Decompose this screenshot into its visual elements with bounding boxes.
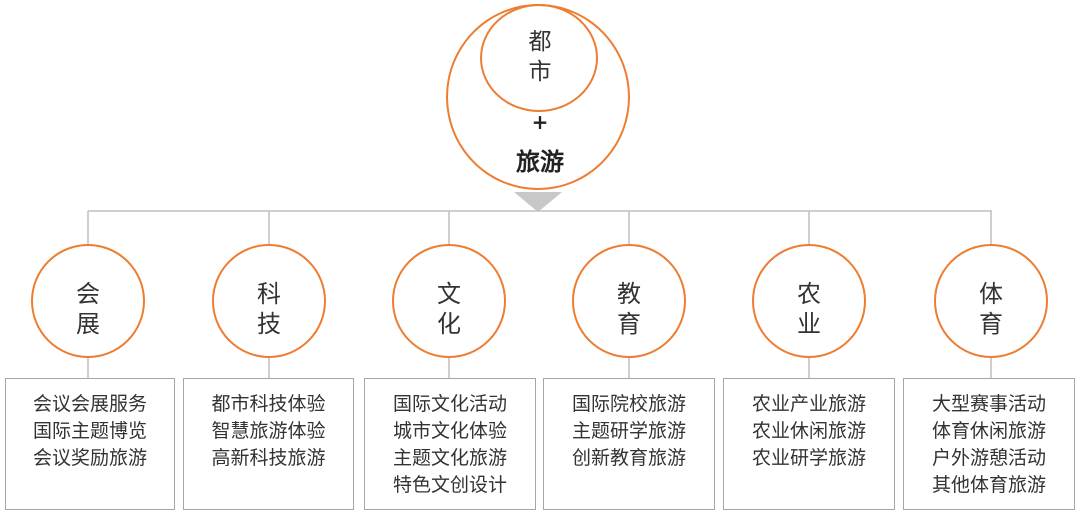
category-item: 主题文化旅游 bbox=[392, 447, 507, 469]
category-circle-education: 教育 bbox=[572, 244, 686, 358]
category-item: 国际文化活动 bbox=[392, 393, 507, 415]
category-box-culture: 国际文化活动城市文化体验主题文化旅游特色文创设计 bbox=[364, 378, 536, 510]
category-box-technology: 都市科技体验智慧旅游体验高新科技旅游 bbox=[183, 378, 354, 510]
category-item: 农业研学旅游 bbox=[751, 447, 866, 469]
category-item: 创新教育旅游 bbox=[571, 447, 686, 469]
category-item: 大型赛事活动 bbox=[931, 393, 1046, 415]
hub-inner-text-2: 市 bbox=[528, 59, 552, 85]
category-item: 户外游憩活动 bbox=[931, 447, 1046, 469]
category-item: 智慧旅游体验 bbox=[211, 420, 326, 442]
category-label-line2: 育 bbox=[979, 310, 1003, 338]
category-label-line1: 教 bbox=[617, 280, 641, 308]
category-label-line2: 业 bbox=[797, 310, 821, 338]
category-circle-culture: 文化 bbox=[392, 244, 506, 358]
category-circle-exhibition: 会展 bbox=[31, 244, 145, 358]
category-box-exhibition: 会议会展服务国际主题博览会议奖励旅游 bbox=[5, 378, 175, 510]
category-item: 高新科技旅游 bbox=[211, 447, 326, 469]
category-label-line1: 体 bbox=[979, 280, 1003, 308]
category-item: 会议奖励旅游 bbox=[32, 447, 147, 469]
hub-outer-label: 旅游 bbox=[516, 148, 564, 176]
category-box-agriculture: 农业产业旅游农业休闲旅游农业研学旅游 bbox=[723, 378, 895, 510]
category-label-line2: 技 bbox=[257, 310, 281, 338]
category-label-line1: 农 bbox=[797, 280, 821, 308]
category-item: 特色文创设计 bbox=[392, 474, 507, 496]
category-circle-agriculture: 农业 bbox=[752, 244, 866, 358]
category-item: 主题研学旅游 bbox=[571, 420, 686, 442]
category-item: 农业产业旅游 bbox=[751, 393, 866, 415]
category-label-line2: 展 bbox=[76, 310, 100, 338]
category-label-line2: 育 bbox=[617, 310, 641, 338]
down-arrow-icon bbox=[514, 192, 562, 212]
category-label-line1: 科 bbox=[257, 280, 281, 308]
category-item: 其他体育旅游 bbox=[931, 474, 1046, 496]
category-label-line1: 会 bbox=[76, 280, 100, 308]
category-label-line2: 化 bbox=[437, 310, 461, 338]
category-label-line1: 文 bbox=[437, 280, 461, 308]
category-item: 农业休闲旅游 bbox=[751, 420, 866, 442]
category-item: 城市文化体验 bbox=[392, 420, 507, 442]
category-item: 都市科技体验 bbox=[211, 393, 326, 415]
category-item: 会议会展服务 bbox=[32, 393, 147, 415]
category-box-sports: 大型赛事活动体育休闲旅游户外游憩活动其他体育旅游 bbox=[903, 378, 1075, 510]
hub-inner-text-1: 都 bbox=[528, 29, 552, 55]
category-item: 体育休闲旅游 bbox=[931, 420, 1046, 442]
category-circle-sports: 体育 bbox=[934, 244, 1048, 358]
category-box-education: 国际院校旅游主题研学旅游创新教育旅游 bbox=[543, 378, 715, 510]
category-item: 国际主题博览 bbox=[32, 420, 147, 442]
category-circle-technology: 科技 bbox=[212, 244, 326, 358]
category-item: 国际院校旅游 bbox=[571, 393, 686, 415]
plus-sign: + bbox=[531, 110, 549, 134]
hub-inner-circle bbox=[480, 4, 598, 112]
